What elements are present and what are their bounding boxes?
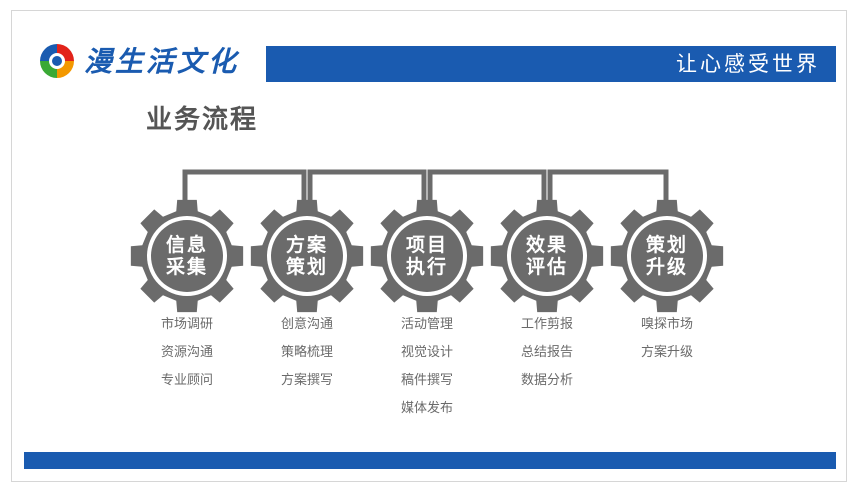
step-4-items: 工作剪报 总结报告 数据分析 (487, 311, 607, 395)
header-banner: 让心感受世界 (266, 46, 836, 82)
gear-icon (610, 199, 724, 313)
gear-step-5: 策划 升级 (609, 198, 725, 314)
gear-step-3: 项目 执行 (369, 198, 485, 314)
gear-step-4: 效果 评估 (489, 198, 605, 314)
list-item: 方案撰写 (280, 373, 333, 388)
gear-hub (631, 220, 703, 292)
list-item: 数据分析 (520, 373, 573, 388)
gear-icon (130, 199, 244, 313)
circular-swirl-logo-icon (40, 44, 74, 78)
gear-icon (250, 199, 364, 313)
list-item: 创意沟通 (280, 317, 333, 332)
slogan-text: 让心感受世界 (676, 52, 820, 76)
step-3-items: 活动管理 视觉设计 稿件撰写 媒体发布 (367, 311, 487, 423)
gear-step-label: 项目 执行 (405, 234, 448, 278)
footer-banner (24, 452, 836, 469)
gear-hub (391, 220, 463, 292)
list-item: 视觉设计 (400, 345, 453, 360)
step-1-items: 市场调研 资源沟通 专业顾问 (127, 311, 247, 395)
section-title: 业务流程 (146, 105, 259, 135)
list-item: 活动管理 (400, 317, 453, 332)
list-item: 稿件撰写 (400, 373, 453, 388)
gear-step-2: 方案 策划 (249, 198, 365, 314)
list-item: 工作剪报 (520, 317, 573, 332)
gear-icon (370, 199, 484, 313)
list-item: 资源沟通 (160, 345, 213, 360)
gear-hub (151, 220, 223, 292)
gear-step-label: 信息 采集 (165, 234, 208, 278)
list-item: 媒体发布 (400, 401, 453, 416)
list-item: 方案升级 (640, 345, 693, 360)
gear-step-1: 信息 采集 (129, 198, 245, 314)
gear-step-label: 方案 策划 (285, 234, 328, 278)
list-item: 嗅探市场 (640, 317, 693, 332)
gear-step-label: 效果 评估 (525, 234, 568, 278)
gear-icon (490, 199, 604, 313)
gear-step-label: 策划 升级 (645, 234, 688, 278)
brand-name: 漫生活文化 (84, 45, 240, 78)
gear-hub (511, 220, 583, 292)
list-item: 专业顾问 (160, 373, 213, 388)
gear-hub (271, 220, 343, 292)
list-item: 市场调研 (160, 317, 213, 332)
list-item: 总结报告 (520, 345, 573, 360)
step-2-items: 创意沟通 策略梳理 方案撰写 (247, 311, 367, 395)
list-item: 策略梳理 (280, 345, 333, 360)
step-5-items: 嗅探市场 方案升级 (607, 311, 727, 367)
